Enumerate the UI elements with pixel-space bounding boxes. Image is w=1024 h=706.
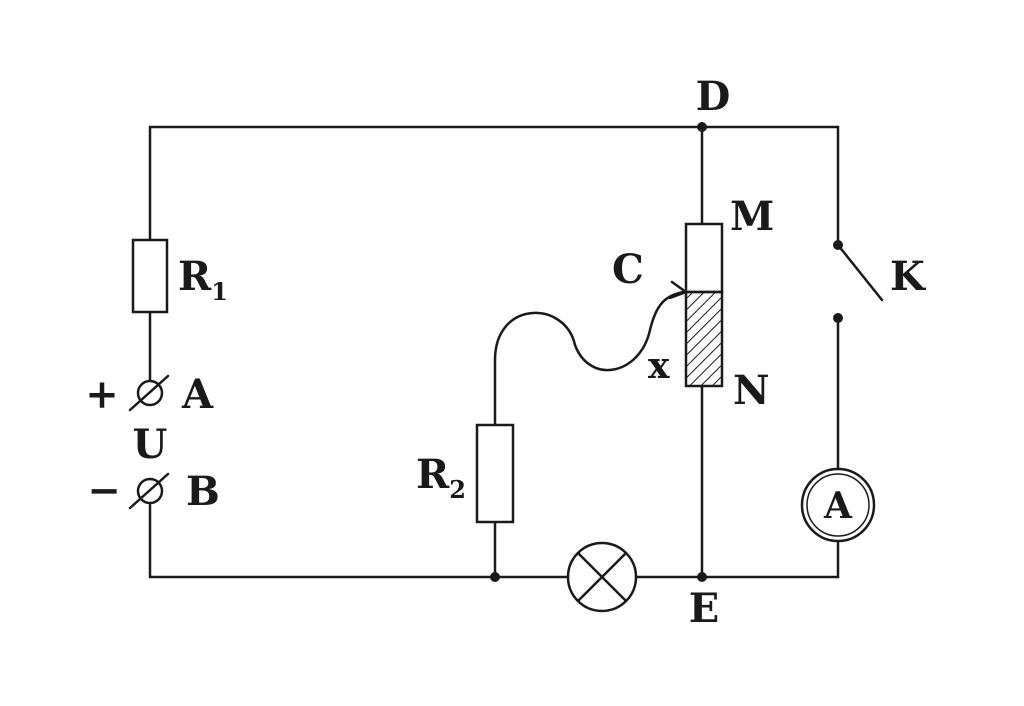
label-c: C bbox=[612, 246, 644, 293]
wires bbox=[148, 125, 840, 579]
resistor-r2 bbox=[475, 423, 515, 524]
slider-arrow-c bbox=[668, 280, 689, 300]
label-m: M bbox=[730, 193, 774, 240]
label-n: N bbox=[733, 367, 770, 414]
label-x: x bbox=[648, 345, 670, 387]
label-r2: R2 bbox=[416, 451, 466, 504]
label-k: K bbox=[890, 253, 926, 300]
flexible-wire-to-slider bbox=[493, 290, 686, 427]
label-r1-sub: 1 bbox=[211, 277, 228, 306]
label-r2-sub: 2 bbox=[449, 475, 466, 504]
resistor-r1 bbox=[131, 238, 169, 314]
junction-d bbox=[697, 122, 707, 132]
label-r1: R1 bbox=[178, 253, 228, 306]
rheostat-mn bbox=[668, 222, 724, 388]
label-r2-main: R bbox=[416, 451, 450, 498]
junction-e bbox=[697, 572, 707, 582]
label-b: B bbox=[186, 468, 220, 515]
rheostat-hatched-part-x bbox=[684, 290, 724, 388]
ammeter-label: A bbox=[823, 485, 853, 527]
label-minus: − bbox=[87, 467, 121, 514]
terminal-b bbox=[128, 472, 170, 510]
label-d: D bbox=[696, 73, 731, 120]
label-plus: + bbox=[85, 371, 119, 418]
switch-k bbox=[833, 240, 884, 323]
rheostat-upper-part bbox=[684, 222, 724, 294]
label-u: U bbox=[133, 421, 168, 468]
label-e: E bbox=[689, 585, 720, 632]
junction-r2-bottom bbox=[490, 572, 500, 582]
label-a: A bbox=[181, 371, 214, 418]
terminal-a bbox=[128, 374, 170, 412]
ammeter: A bbox=[800, 467, 876, 543]
lamp bbox=[566, 541, 638, 613]
label-r1-main: R bbox=[178, 253, 212, 300]
